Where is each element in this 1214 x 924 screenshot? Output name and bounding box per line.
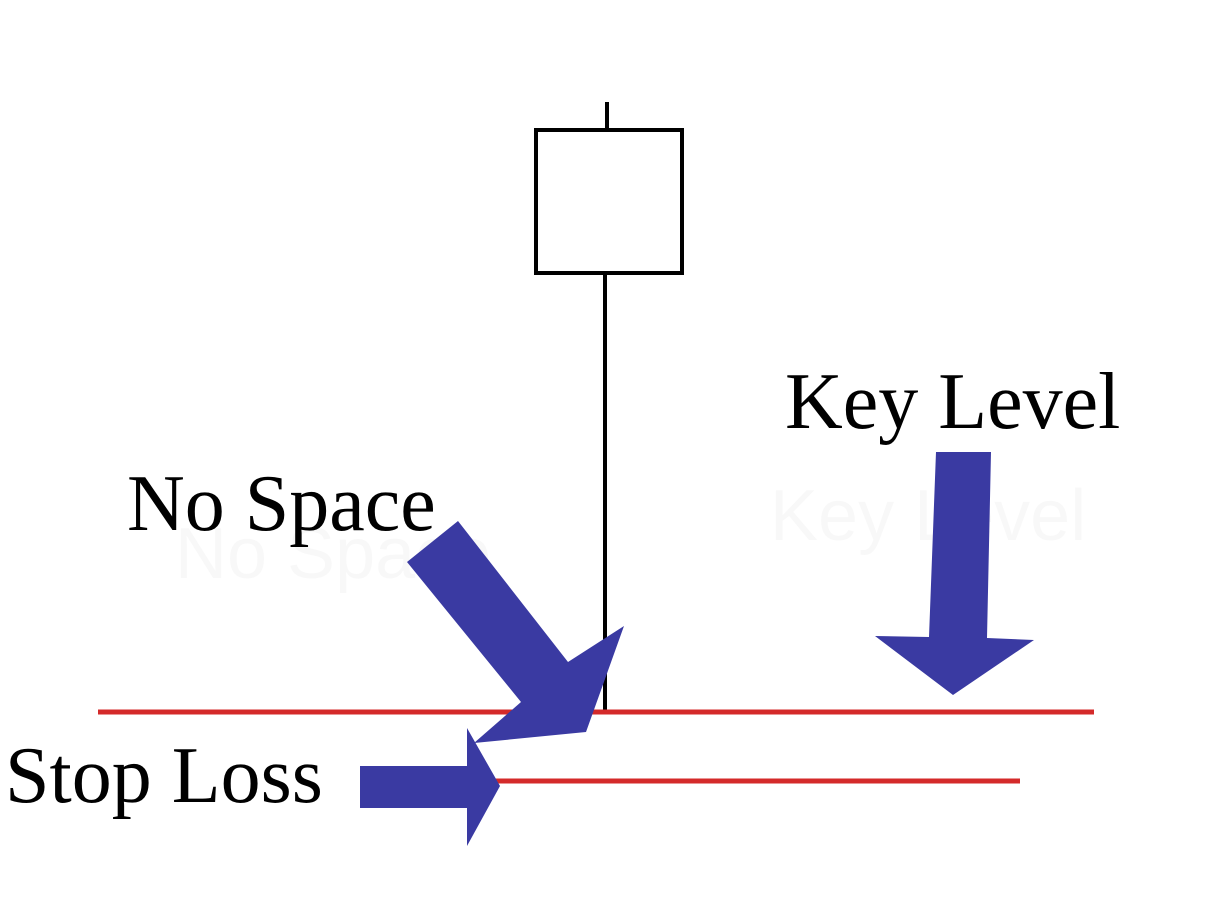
no-space-arrow (407, 521, 624, 743)
key-level-label: Key Level (785, 358, 1120, 446)
ghost-key-level-text: Key Level (770, 476, 1086, 556)
stop-loss-arrow (360, 728, 500, 846)
no-space-label: No Space (127, 460, 436, 548)
candlestick (534, 102, 684, 710)
key-level-arrow (875, 452, 1034, 695)
stop-loss-label: Stop Loss (5, 732, 323, 820)
candle-body (534, 128, 684, 275)
